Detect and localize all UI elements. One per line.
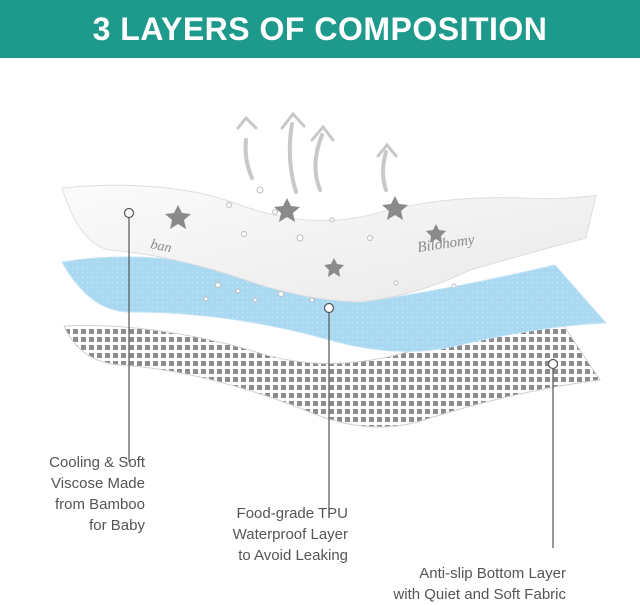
water-droplet-icon bbox=[278, 291, 284, 297]
top-layer bbox=[61, 184, 597, 303]
star-icon bbox=[324, 258, 344, 277]
airflow-arrow-icon bbox=[280, 111, 306, 130]
water-droplet-icon bbox=[235, 288, 241, 294]
layers-illustration: Bilohomy ban bbox=[61, 111, 608, 548]
label-line: Waterproof Layer bbox=[232, 526, 348, 543]
label-line: Viscose Made bbox=[51, 475, 145, 492]
bottom-layer-label: Anti-slip Bottom Layer with Quiet and So… bbox=[380, 563, 566, 605]
label-line: to Avoid Leaking bbox=[238, 547, 348, 564]
leader-marker bbox=[323, 302, 335, 314]
water-droplet-icon bbox=[226, 202, 232, 208]
leader-marker bbox=[123, 207, 135, 219]
water-droplet-icons bbox=[203, 186, 457, 303]
water-droplet-icon bbox=[296, 234, 304, 242]
water-droplet-icon bbox=[252, 297, 258, 303]
brand-mark-small: ban bbox=[149, 237, 173, 256]
water-droplet-icon bbox=[203, 296, 209, 302]
leader-marker bbox=[547, 358, 559, 370]
banner-title: 3 LAYERS OF COMPOSITION bbox=[92, 10, 548, 47]
top-layer-label: Cooling & Soft Viscose Made from Bamboo … bbox=[20, 452, 145, 536]
water-droplet-icon bbox=[272, 209, 278, 215]
middle-layer-label: Food-grade TPU Waterproof Layer to Avoid… bbox=[200, 503, 348, 566]
water-droplet-icon bbox=[309, 297, 315, 303]
water-droplet-icon bbox=[215, 282, 221, 288]
water-droplet-icon bbox=[329, 217, 335, 223]
airflow-arrow-icon bbox=[287, 122, 298, 194]
airflow-arrow-icon bbox=[381, 150, 388, 192]
brand-mark: Bilohomy bbox=[416, 232, 475, 256]
water-droplet-icon bbox=[241, 231, 247, 237]
airflow-arrow-icons bbox=[236, 111, 398, 194]
airflow-arrow-icon bbox=[236, 115, 258, 130]
label-line: for Baby bbox=[89, 517, 145, 534]
airflow-arrow-icon bbox=[313, 133, 324, 192]
leader-lines bbox=[128, 215, 554, 548]
label-line: Food-grade TPU bbox=[236, 505, 348, 522]
label-line: Anti-slip Bottom Layer bbox=[419, 565, 566, 582]
star-icon bbox=[274, 198, 300, 222]
title-banner: 3 LAYERS OF COMPOSITION bbox=[0, 0, 640, 58]
star-icons bbox=[165, 196, 446, 277]
label-line: from Bamboo bbox=[54, 496, 145, 513]
water-droplet-icon bbox=[256, 186, 264, 194]
water-droplet-icon bbox=[367, 235, 373, 241]
airflow-arrow-icon bbox=[376, 142, 398, 158]
water-droplet-icon bbox=[393, 280, 399, 286]
airflow-arrow-icon bbox=[310, 124, 335, 142]
water-droplet-icon bbox=[451, 283, 457, 289]
star-icon bbox=[165, 205, 191, 229]
star-icon bbox=[382, 196, 408, 220]
leader-markers bbox=[123, 207, 559, 370]
label-line: Cooling & Soft bbox=[49, 454, 145, 471]
label-line: with Quiet and Soft Fabric bbox=[393, 586, 566, 603]
airflow-arrow-icon bbox=[243, 138, 254, 180]
star-icon bbox=[426, 224, 446, 243]
